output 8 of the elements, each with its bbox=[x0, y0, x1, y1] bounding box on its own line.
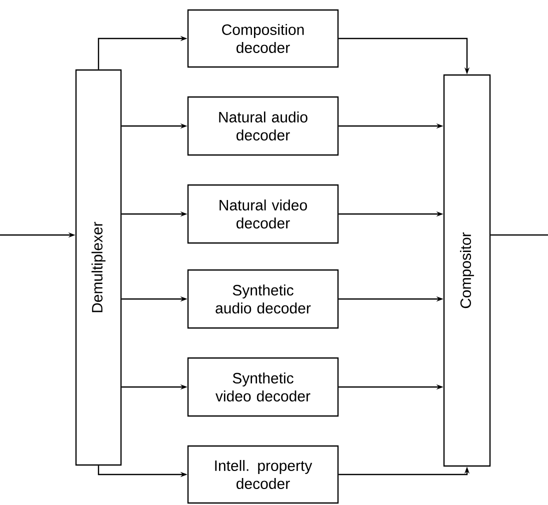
block-box: Demultiplexer bbox=[75, 69, 122, 466]
block-box: Compositor bbox=[443, 74, 491, 467]
decoder-box: Synthetic video decoder bbox=[187, 357, 339, 417]
decoder-box: Natural audio decoder bbox=[187, 96, 339, 156]
decoder-box: Intell. property decoder bbox=[187, 445, 339, 504]
decoder-box: Synthetic audio decoder bbox=[187, 269, 339, 329]
decoder-box: Composition decoder bbox=[187, 9, 339, 68]
decoder-box: Natural video decoder bbox=[187, 184, 339, 244]
